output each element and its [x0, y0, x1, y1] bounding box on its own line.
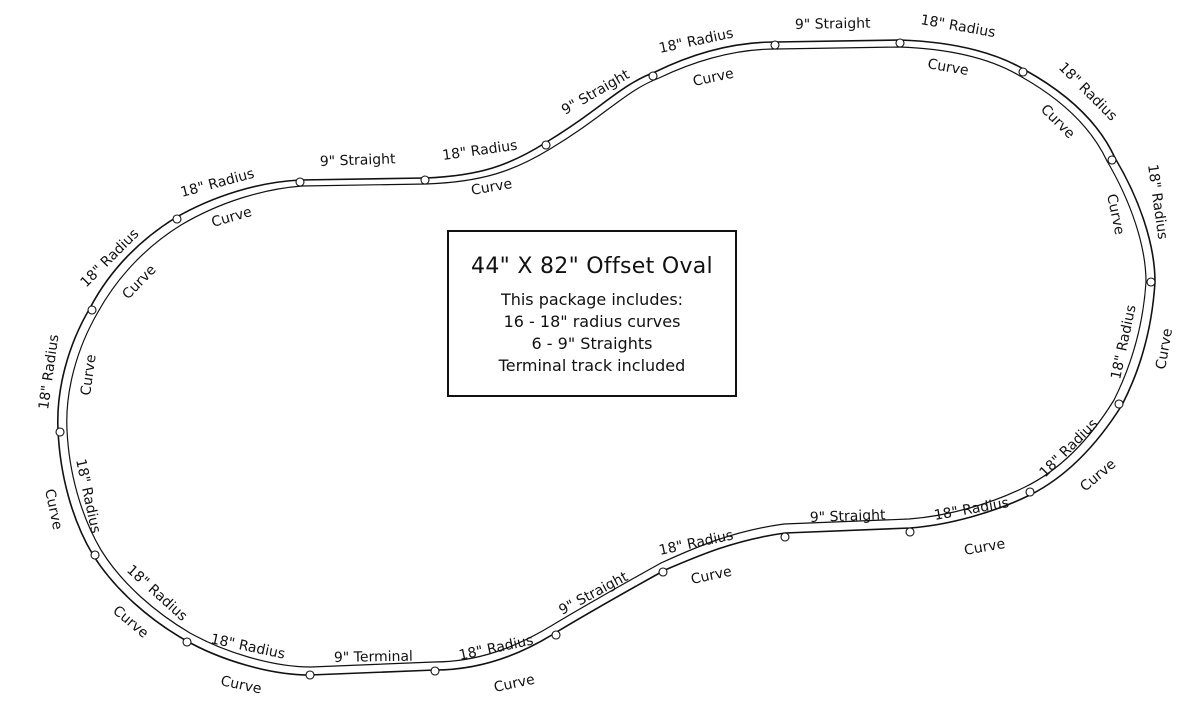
track-joints [55, 38, 1156, 680]
label-curve: Curve [926, 56, 969, 79]
package-line: Terminal track included [498, 356, 686, 375]
joint [551, 630, 561, 640]
label-curve: Curve [1153, 327, 1176, 370]
joint [182, 637, 192, 647]
joint [55, 427, 65, 437]
label-radius: 18" Radius [458, 633, 535, 664]
joint [648, 71, 658, 81]
label-radius: 18" Radius [933, 495, 1010, 524]
package-contents: This package includes: 16 - 18" radius c… [449, 289, 735, 377]
label-curve: Curve [493, 672, 537, 696]
label-radius: 18" Radius [1144, 163, 1170, 240]
joint [90, 550, 100, 560]
label-curve: Curve [963, 536, 1006, 559]
label-curve: Curve [78, 353, 100, 396]
label-curve: Curve [119, 262, 159, 303]
label-terminal: 9" Terminal [334, 649, 413, 666]
label-curve: Curve [1037, 102, 1078, 143]
joint [1146, 277, 1156, 287]
label-curve: Curve [692, 66, 736, 90]
label-radius: 18" Radius [179, 166, 256, 201]
label-radius: 18" Radius [658, 26, 735, 57]
joint [770, 40, 780, 50]
label-curve: Curve [1103, 193, 1127, 237]
joint [658, 567, 668, 577]
label-radius: 18" Radius [441, 138, 518, 164]
label-radius: 18" Radius [209, 631, 286, 662]
joint [895, 38, 905, 48]
label-radius: 18" Radius [1108, 304, 1139, 381]
joint [430, 666, 440, 676]
joint [295, 177, 305, 187]
joint [87, 305, 97, 315]
package-line: 16 - 18" radius curves [503, 312, 681, 331]
package-line: This package includes: [500, 290, 684, 309]
label-straight: 9" Straight [810, 507, 887, 526]
joint [1114, 399, 1124, 409]
joint [420, 175, 430, 185]
label-radius: 18" Radius [1055, 60, 1120, 125]
joint [172, 214, 182, 224]
joint [905, 527, 915, 537]
label-curve: Curve [41, 488, 65, 532]
label-radius: 18" Radius [658, 528, 735, 559]
joint [1018, 67, 1028, 77]
joint [541, 140, 551, 150]
label-curve: Curve [109, 603, 151, 642]
label-straight: 9" Straight [559, 67, 633, 119]
label-radius: 18" Radius [919, 12, 996, 41]
label-curve: Curve [690, 564, 734, 588]
joint [1025, 487, 1035, 497]
label-straight: 9" Straight [795, 16, 871, 33]
joint [305, 670, 315, 680]
label-straight: 9" Straight [320, 151, 397, 170]
info-box: 44" X 82" Offset Oval This package inclu… [447, 230, 737, 397]
package-line: 6 - 9" Straights [531, 334, 653, 353]
joint [780, 532, 790, 542]
joint [1107, 155, 1117, 165]
layout-title: 44" X 82" Offset Oval [471, 254, 713, 279]
label-curve: Curve [210, 204, 254, 231]
label-curve: Curve [1077, 456, 1119, 495]
label-curve: Curve [219, 673, 263, 697]
label-curve: Curve [470, 176, 513, 199]
